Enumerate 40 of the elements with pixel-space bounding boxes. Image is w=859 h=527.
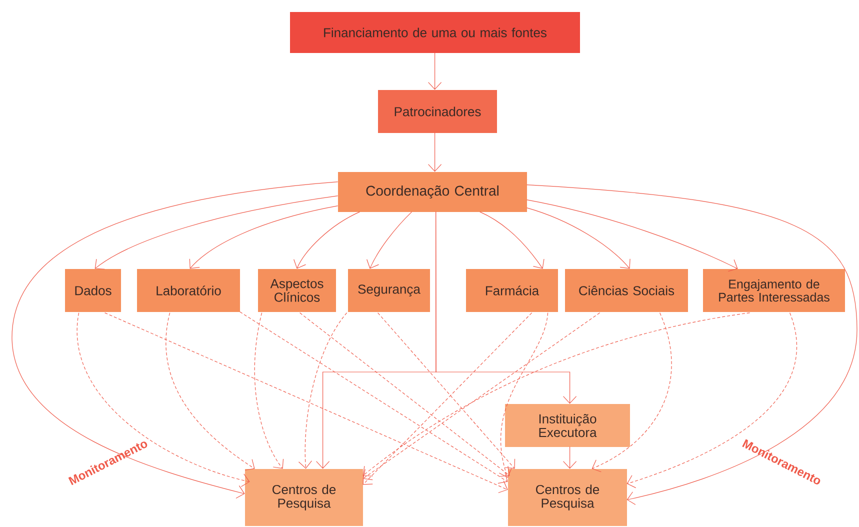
arrow bbox=[104, 312, 508, 494]
arrow bbox=[254, 312, 284, 469]
arrow bbox=[294, 212, 360, 269]
arrow bbox=[366, 212, 412, 269]
process-box: Dados bbox=[65, 269, 121, 312]
arrow bbox=[298, 312, 348, 469]
process-box: Laboratório bbox=[137, 269, 240, 312]
arrow bbox=[526, 200, 738, 272]
arrow bbox=[526, 184, 858, 505]
arrow bbox=[362, 312, 532, 485]
arrow bbox=[563, 446, 577, 469]
process-box: Centros de Pesquisa bbox=[508, 469, 627, 526]
process-box: Segurança bbox=[348, 269, 430, 312]
arrow bbox=[428, 52, 442, 90]
arrow bbox=[498, 312, 548, 478]
process-box: Instituição Executora bbox=[505, 404, 630, 447]
arrow bbox=[12, 182, 338, 499]
arrow bbox=[362, 312, 600, 480]
process-box: Financiamento de uma ou mais fontes bbox=[290, 12, 580, 53]
arrow bbox=[378, 312, 516, 469]
arrow bbox=[300, 312, 510, 477]
arrow bbox=[428, 132, 442, 172]
arrow bbox=[626, 312, 797, 488]
process-box: Patrocinadores bbox=[378, 90, 497, 133]
arrow bbox=[76, 312, 250, 487]
arrow bbox=[166, 312, 255, 471]
process-box: Centros de Pesquisa bbox=[245, 469, 363, 526]
arrow bbox=[94, 196, 338, 270]
arrow bbox=[189, 206, 338, 269]
process-box: Ciências Sociais bbox=[565, 269, 688, 312]
arrow bbox=[480, 212, 544, 269]
process-box: Aspectos Clínicos bbox=[258, 269, 336, 312]
arrow bbox=[592, 312, 672, 472]
arrow bbox=[436, 212, 577, 404]
arrow bbox=[526, 208, 630, 269]
process-box: Coordenação Central bbox=[338, 172, 527, 212]
process-box: Farmácia bbox=[466, 269, 558, 312]
process-box: Engajamento de Partes Interessadas bbox=[703, 269, 845, 312]
arrow bbox=[362, 312, 750, 476]
arrow bbox=[240, 312, 508, 484]
